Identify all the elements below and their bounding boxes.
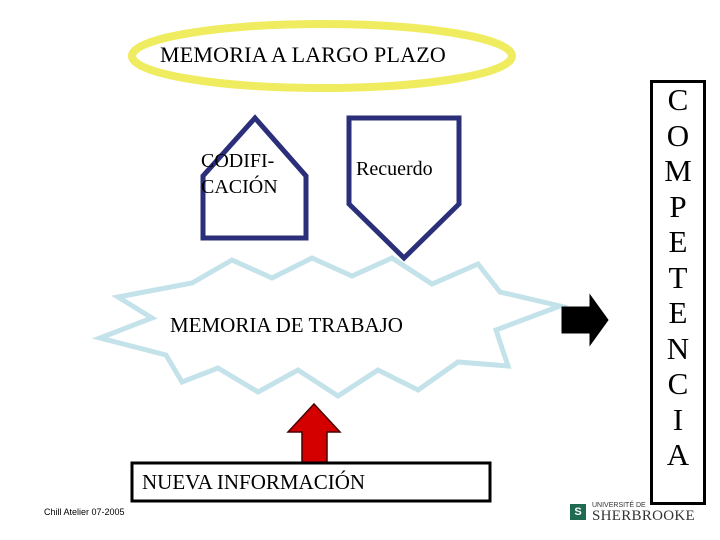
competence-letter: N [666, 330, 690, 366]
new-information-box [130, 461, 492, 503]
university-logo-name: SHERBROOKE [592, 508, 696, 524]
new-information-label: NUEVA INFORMACIÓN [142, 470, 366, 494]
competence-vertical-text: C O M P E T E N C I A [650, 82, 706, 473]
university-logo: S UNIVERSITÉ DE SHERBROOKE [570, 500, 700, 526]
encoding-label-line1: CODIFI- [201, 150, 275, 172]
encoding-up-arrow [200, 114, 309, 241]
long-term-memory-label: MEMORIA A LARGO PLAZO [160, 42, 446, 67]
university-logo-mark: S [570, 504, 586, 520]
black-right-arrow [561, 293, 609, 347]
competence-letter: E [668, 295, 688, 330]
competence-letter: O [666, 117, 690, 153]
working-memory-starburst [91, 255, 569, 399]
encoding-label-line2: CACIÓN [201, 176, 278, 198]
competence-letter: C [667, 82, 689, 117]
recall-label: Recuerdo [356, 158, 433, 180]
competence-letter: A [666, 437, 690, 472]
competence-letter: E [668, 224, 688, 259]
working-memory-label: MEMORIA DE TRABAJO [170, 313, 403, 337]
competence-letter: T [668, 259, 688, 295]
recall-down-arrow [346, 115, 462, 262]
credit-text: Chill Atelier 07-2005 [44, 507, 125, 517]
long-term-memory-ellipse [128, 20, 516, 92]
competence-letter: I [672, 401, 684, 437]
university-logo-small-text: UNIVERSITÉ DE [592, 502, 646, 509]
competence-letter: C [667, 366, 689, 401]
competence-letter: P [669, 188, 687, 224]
encoding-label: CODIFI- CACIÓN [201, 148, 311, 200]
competence-box [650, 80, 706, 505]
competence-letter: M [664, 153, 692, 188]
red-up-arrow [286, 402, 342, 464]
